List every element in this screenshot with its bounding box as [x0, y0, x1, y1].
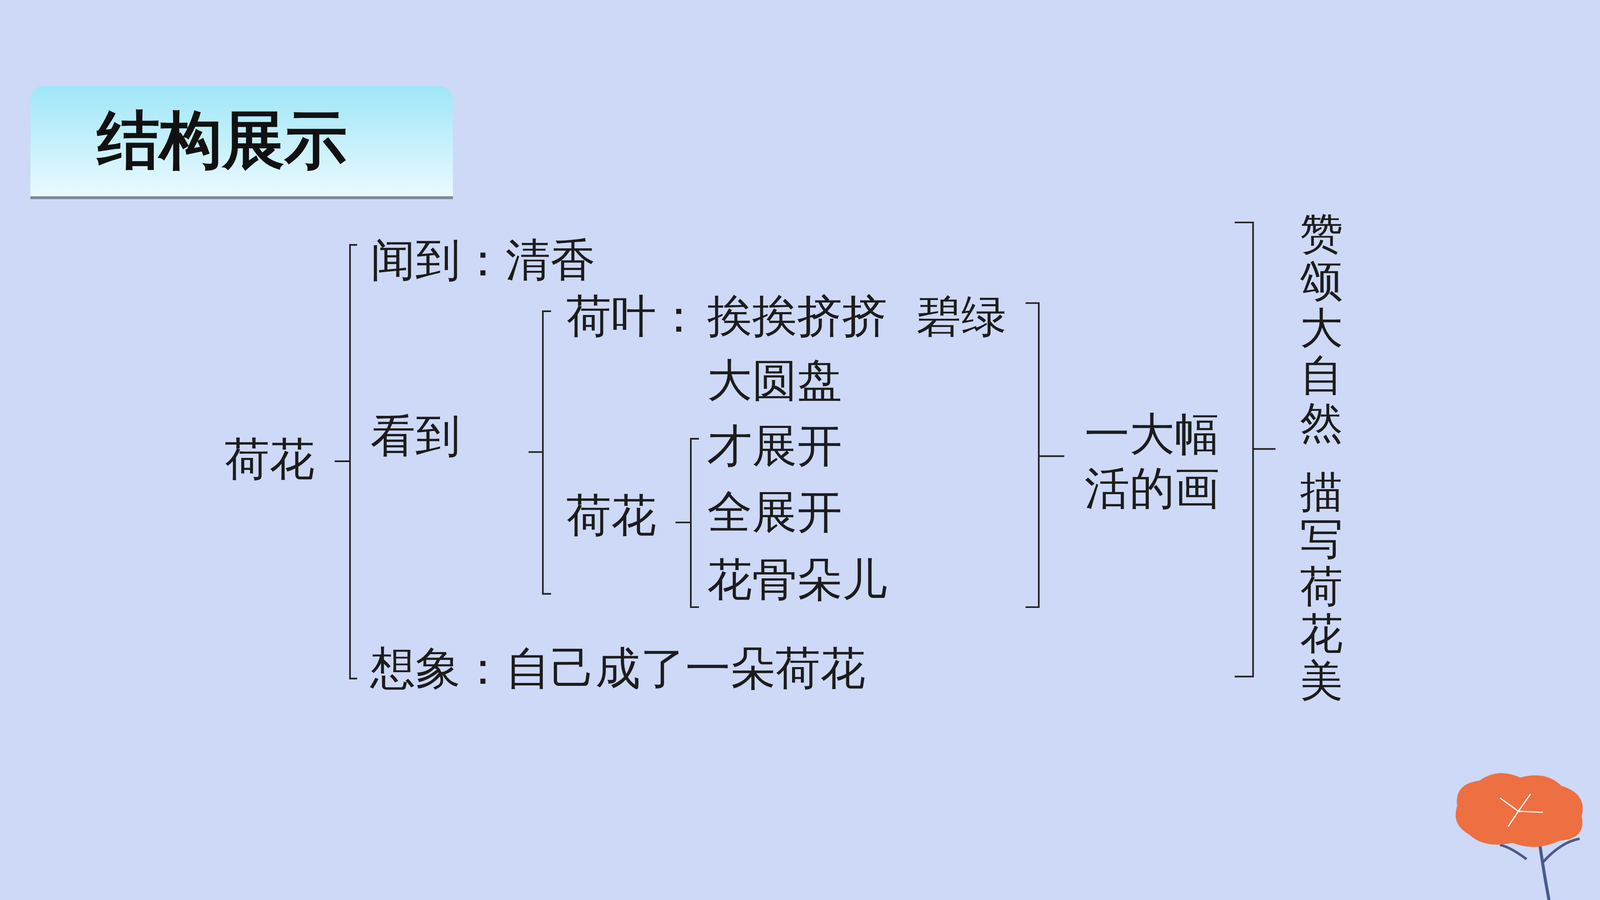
outline-label: 荷花: [224, 432, 315, 487]
flower-decoration: [1455, 772, 1583, 900]
outline-label: 荷花: [566, 488, 657, 543]
left-brace: [528, 311, 552, 594]
right-brace: [1234, 222, 1276, 677]
outline-label: 一大幅 活的画: [1084, 407, 1225, 515]
outline-label: 大圆盘: [707, 353, 843, 408]
outline-label: 荷叶：: [566, 289, 702, 344]
outline-label: 挨挨挤挤: [707, 289, 888, 344]
slide-title: 结构展示: [97, 99, 348, 184]
vertical-summary: 描写荷花美: [1300, 468, 1343, 705]
outline-label: 全展开: [707, 485, 843, 540]
outline-label: 想象：自己成了一朵荷花: [370, 641, 866, 696]
outline-label: 才展开: [707, 418, 843, 473]
vertical-summary: 赞颂大自然: [1300, 210, 1343, 446]
right-brace: [1025, 302, 1065, 608]
outline-label: 碧绿: [916, 289, 1007, 344]
title-banner: 结构展示: [30, 85, 453, 200]
outline-label: 花骨朵儿: [707, 552, 888, 607]
left-brace: [334, 245, 358, 679]
left-brace: [675, 438, 699, 608]
outline-label: 看到: [370, 408, 461, 463]
outline-label: 闻到：清香: [370, 233, 596, 288]
